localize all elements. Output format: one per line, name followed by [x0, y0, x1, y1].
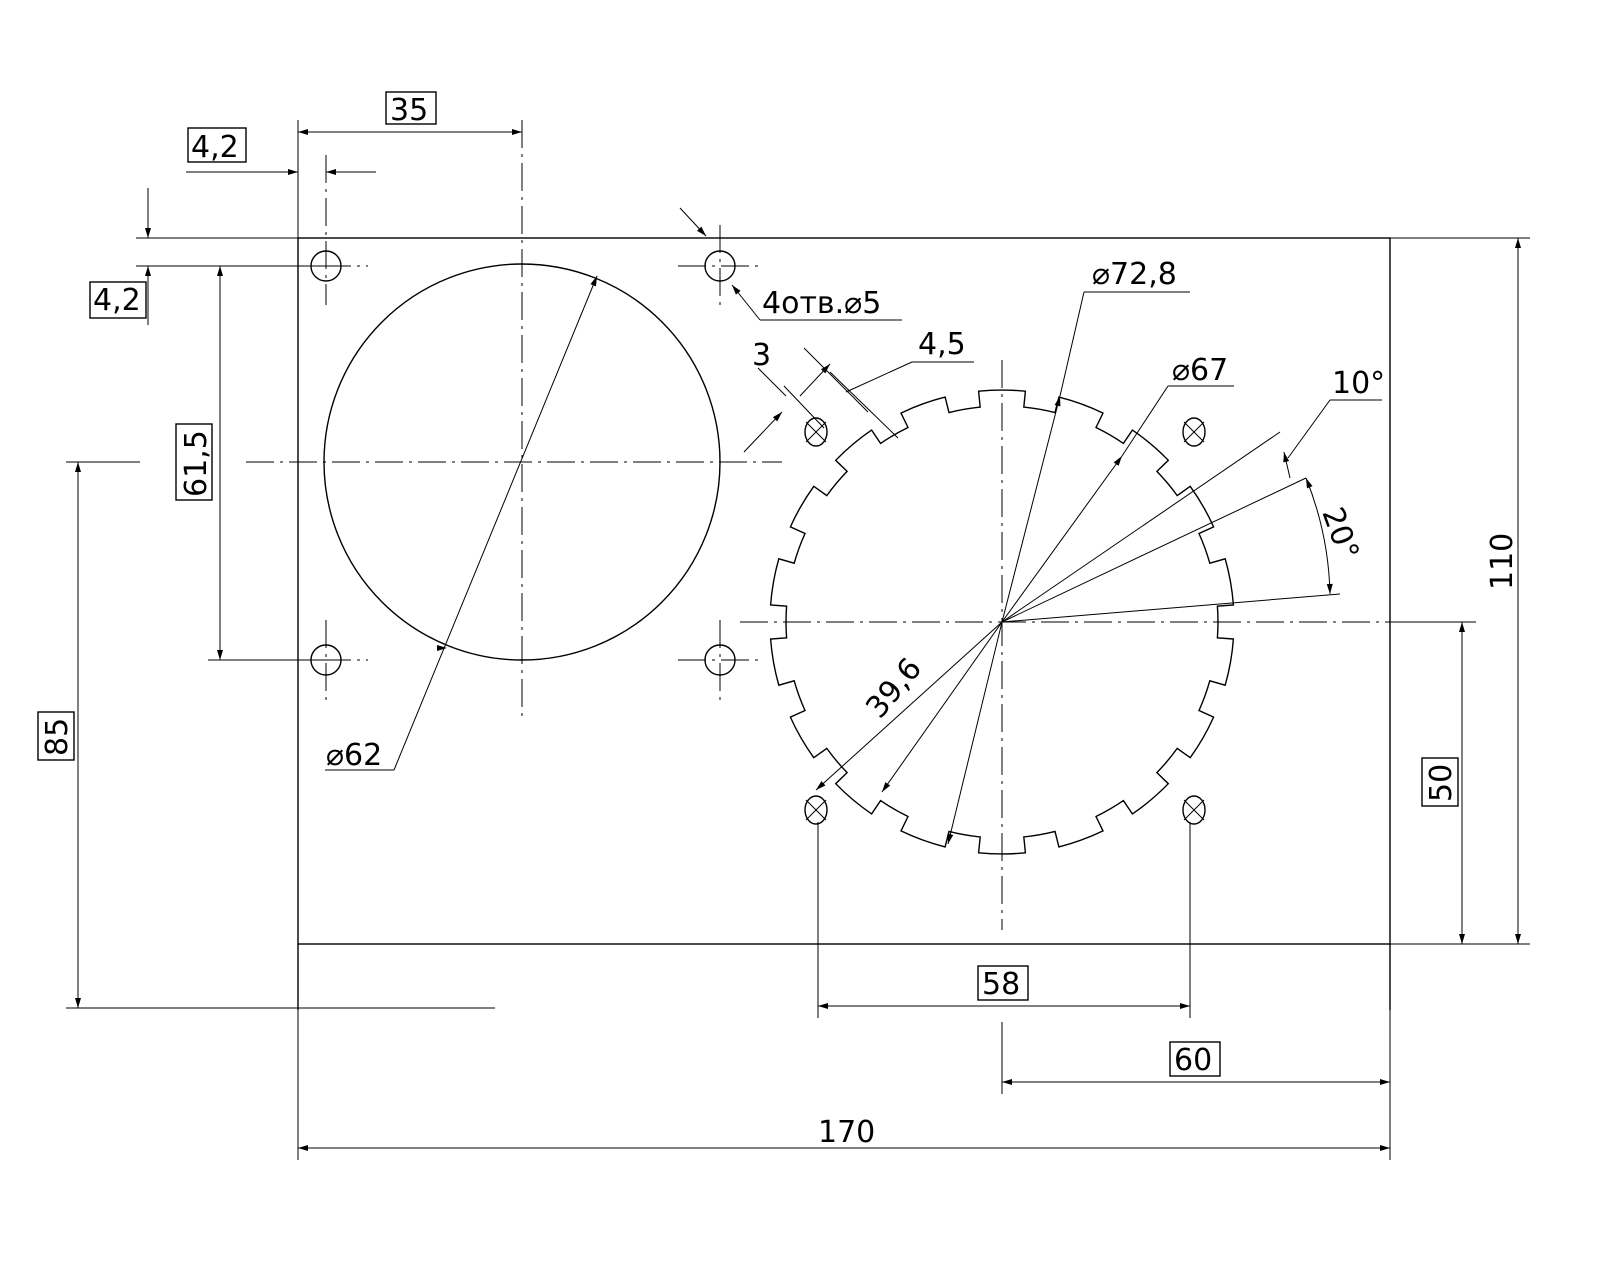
- slot-depth-label: 4,5: [918, 327, 966, 362]
- mounting-holes: [280, 155, 762, 700]
- dim-58-label: 58: [982, 967, 1020, 1002]
- gear-bolt-holes: [804, 417, 1206, 825]
- angle-line-3: [1001, 593, 1341, 623]
- angle-10-arrow: [1283, 451, 1291, 479]
- gear-cutout: [769, 389, 1235, 855]
- slot-width-dim: [743, 411, 783, 453]
- dim-4-2-h-label: 4,2: [191, 130, 239, 165]
- diameter-62-label: ⌀62: [326, 738, 382, 773]
- plate-outline: [297, 237, 1391, 945]
- dim-61-5-label: 61,5: [179, 430, 214, 497]
- bolt-radius-line-2: [881, 621, 1003, 793]
- diameter-67-leader: [1001, 455, 1123, 623]
- bolt-hole-upper-left: [804, 417, 828, 447]
- bolt-hole-lower-right: [1182, 795, 1206, 825]
- diameter-62-leader: [393, 275, 598, 771]
- bolt-hole-upper-right: [1182, 417, 1206, 447]
- dim-4-2-v-label: 4,2: [93, 283, 141, 318]
- dim-60-label: 60: [1174, 1043, 1212, 1078]
- holes-note-label: 4отв.⌀5: [762, 286, 881, 321]
- bolt-hole-lower-left: [804, 795, 828, 825]
- bolt-radius-label: 39,6: [859, 651, 929, 725]
- dim-170-label: 170: [818, 1115, 875, 1150]
- angle-10-label: 10°: [1332, 366, 1385, 401]
- dim-35-label: 35: [390, 93, 428, 128]
- diameter-72-8-label: ⌀72,8: [1092, 257, 1177, 292]
- angle-20-arc: [1305, 477, 1333, 595]
- dim-85-label: 85: [40, 718, 75, 756]
- diameter-67-label: ⌀67: [1172, 353, 1228, 388]
- bolt-radius-line-3: [947, 621, 1003, 845]
- slot-width-label: 3: [752, 338, 771, 373]
- diameter-72-8-leader: [1001, 395, 1061, 623]
- holes-note-leader: [731, 284, 761, 321]
- angle-line-1: [1001, 431, 1281, 623]
- angle-line-2: [1001, 477, 1307, 623]
- gear-outline: [769, 389, 1235, 855]
- slot-depth-leader: [845, 361, 913, 393]
- angle-20-label: 20°: [1314, 503, 1365, 565]
- dim-110-label: 110: [1485, 533, 1520, 590]
- dim-50-label: 50: [1424, 764, 1459, 802]
- bolt-radius-line-1: [815, 621, 1003, 791]
